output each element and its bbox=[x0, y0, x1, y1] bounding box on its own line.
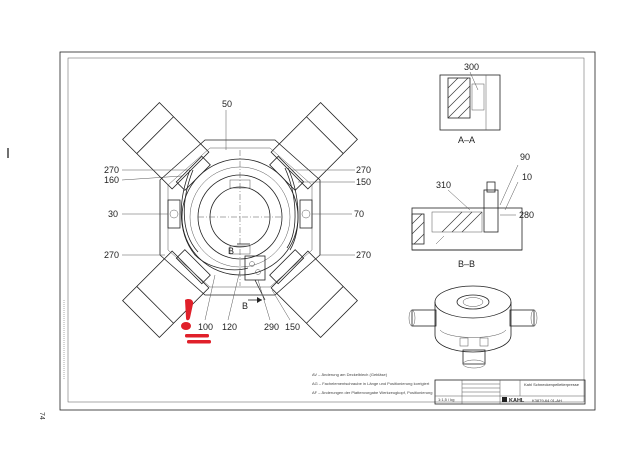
label-270-ul: 270 bbox=[104, 165, 119, 175]
arm-lower-left bbox=[122, 250, 210, 338]
label-section-b-upper: B bbox=[228, 246, 234, 256]
note-av: AV – Änderung am Deckelblech (Gebläse) bbox=[312, 372, 388, 377]
label-120: 120 bbox=[222, 322, 237, 332]
label-100: 100 bbox=[198, 322, 213, 332]
sheet-border bbox=[59, 51, 596, 411]
label-300: 300 bbox=[464, 62, 479, 72]
label-10: 10 bbox=[522, 172, 532, 182]
label-280: 280 bbox=[519, 210, 534, 220]
revision-notes: AV – Änderung am Deckelblech (Gebläse) A… bbox=[312, 372, 432, 395]
arm-upper-left bbox=[122, 102, 210, 190]
label-150-bottom: 150 bbox=[285, 322, 300, 332]
label-section-b-lower: B bbox=[242, 301, 248, 311]
title-block-drawing-no: K3879-64 01-AH bbox=[532, 398, 562, 403]
caption-b-b: B–B bbox=[458, 259, 475, 269]
sheet-inner-border bbox=[67, 57, 585, 403]
red-annotation bbox=[181, 299, 211, 344]
title-block: 1:1,5 / kg KAHL Kahl Schneckenpelletierp… bbox=[434, 379, 586, 405]
bb-pin bbox=[483, 189, 499, 233]
title-block-scale: 1:1,5 / kg bbox=[438, 397, 454, 402]
label-310: 310 bbox=[436, 180, 451, 190]
side-mark: 74 bbox=[38, 412, 45, 420]
label-270-lr: 270 bbox=[356, 250, 371, 260]
label-160: 160 bbox=[104, 175, 119, 185]
label-270-ur: 270 bbox=[356, 165, 371, 175]
isometric-view bbox=[408, 285, 538, 369]
main-view: 50 270 160 270 150 30 70 270 270 B B 100… bbox=[104, 99, 371, 338]
label-290: 290 bbox=[264, 322, 279, 332]
kahl-logo-mark bbox=[502, 397, 507, 402]
section-a-a: 300 A–A bbox=[439, 62, 501, 145]
label-50: 50 bbox=[222, 99, 232, 109]
arm-upper-right bbox=[270, 102, 358, 190]
label-150-ur: 150 bbox=[356, 177, 371, 187]
section-b-b: 90 10 310 280 B–B bbox=[411, 152, 534, 269]
note-ag: AG – Fachelementschraube in Länge und Po… bbox=[312, 381, 430, 386]
caption-a-a: A–A bbox=[458, 135, 475, 145]
note-af: AF – Änderungen der Plattenvorgabe Werkz… bbox=[312, 390, 432, 395]
title-block-company: KAHL bbox=[509, 398, 525, 404]
label-70: 70 bbox=[354, 209, 364, 219]
label-270-ll: 270 bbox=[104, 250, 119, 260]
label-30: 30 bbox=[108, 209, 118, 219]
label-90: 90 bbox=[520, 152, 530, 162]
title-block-title: Kahl Schneckenpelletierpresse bbox=[524, 382, 580, 387]
